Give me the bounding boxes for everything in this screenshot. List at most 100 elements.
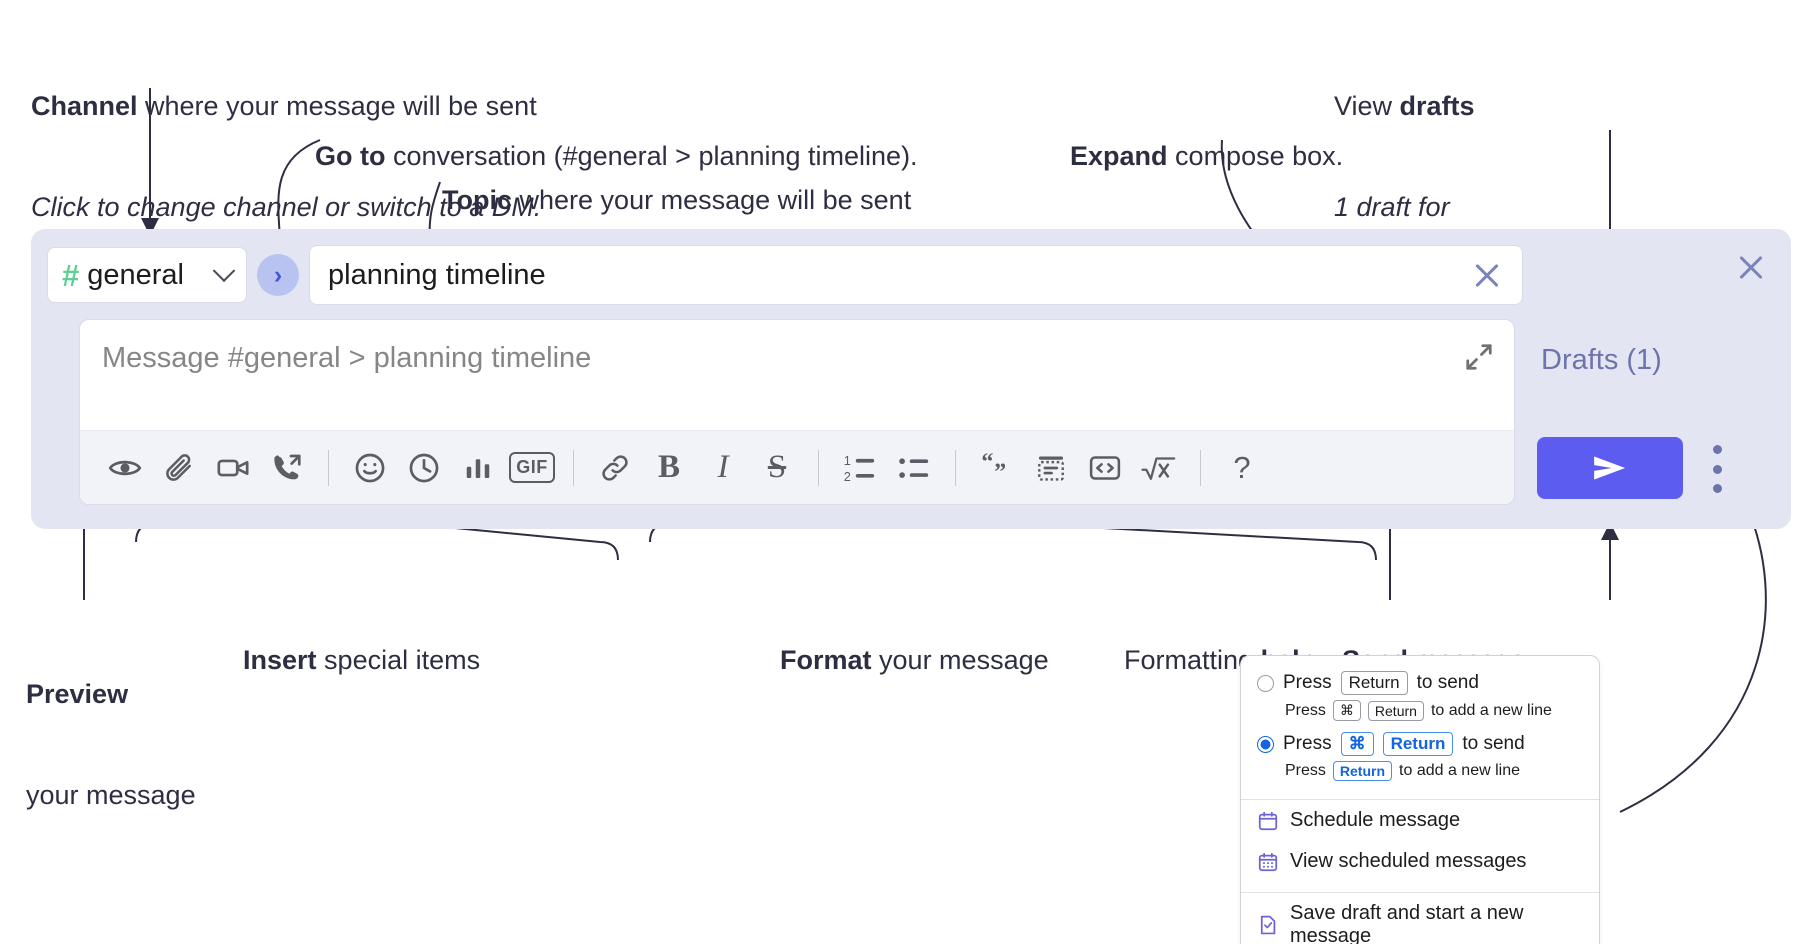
close-icon[interactable] xyxy=(1470,258,1504,292)
message-input-box[interactable]: Message #general > planning timeline xyxy=(79,319,1515,505)
goto-conversation-button[interactable]: › xyxy=(257,254,299,296)
key-return: Return xyxy=(1332,761,1393,781)
menu-item-view-scheduled-messages[interactable]: View scheduled messages xyxy=(1241,841,1599,882)
option2-sub-post: to add a new line xyxy=(1399,762,1521,779)
link-icon[interactable] xyxy=(588,441,642,495)
svg-text:”: ” xyxy=(994,459,1006,485)
annotation-channel-rest: where your message will be sent xyxy=(137,90,537,121)
svg-text:“: “ xyxy=(981,451,993,475)
menu-option-return-to-send[interactable]: Press Return to send xyxy=(1241,668,1599,698)
chevron-down-icon xyxy=(212,259,236,283)
attachment-icon[interactable] xyxy=(152,441,206,495)
option1-sub-post: to add a new line xyxy=(1430,701,1552,719)
annotation-insert-bold: Insert xyxy=(243,644,317,675)
menu-item-save-draft[interactable]: Save draft and start a new message xyxy=(1241,893,1599,944)
annotation-preview-rest: your message xyxy=(26,779,196,810)
bulleted-list-icon[interactable] xyxy=(887,441,941,495)
strikethrough-label: S xyxy=(767,449,787,485)
calendar-grid-icon xyxy=(1258,852,1278,871)
blockquote-icon[interactable]: “ ” xyxy=(970,441,1024,495)
option2-post: to send xyxy=(1462,733,1525,754)
bold-icon[interactable]: B xyxy=(642,441,696,495)
annotation-goto-rest: conversation (#general > planning timeli… xyxy=(385,140,918,171)
formatting-toolbar: GIF B I xyxy=(80,430,1514,504)
compose-options-button[interactable] xyxy=(1711,445,1723,493)
toolbar-divider xyxy=(955,449,956,486)
preview-icon[interactable] xyxy=(98,441,152,495)
audio-call-icon[interactable] xyxy=(260,441,314,495)
code-block-icon[interactable] xyxy=(1024,441,1078,495)
option1-sub-pre: Press xyxy=(1285,701,1326,719)
annotation-format-bold: Format xyxy=(780,644,872,675)
annotation-insert-rest: special items xyxy=(316,644,481,675)
poll-icon[interactable] xyxy=(451,441,505,495)
annotation-goto-bold: Go to xyxy=(315,140,386,171)
emoji-icon[interactable] xyxy=(343,441,397,495)
radio-icon[interactable] xyxy=(1257,674,1274,692)
annotation-drafts-lead: View xyxy=(1334,90,1400,121)
topic-input[interactable]: planning timeline xyxy=(309,245,1523,305)
gif-icon[interactable]: GIF xyxy=(505,441,559,495)
help-icon[interactable]: ? xyxy=(1215,441,1269,495)
channel-selector[interactable]: # general xyxy=(47,247,247,303)
menu-option-cmd-return-sub: Press Return to add a new line xyxy=(1241,759,1599,789)
annotation-topic-bold: Topic xyxy=(442,184,513,215)
menu-item-label: Save draft and start a new message xyxy=(1290,902,1524,944)
close-icon[interactable] xyxy=(1735,251,1767,283)
menu-item-label: Schedule message xyxy=(1290,809,1461,831)
menu-option-cmd-return-to-send[interactable]: Press ⌘ Return to send xyxy=(1241,729,1599,759)
option2-sub-pre: Press xyxy=(1285,762,1326,779)
toolbar-divider xyxy=(573,449,574,486)
option2-pre: Press xyxy=(1283,733,1332,754)
annotation-drafts-italic1: 1 draft for xyxy=(1334,191,1450,222)
annotation-preview: Preview your message xyxy=(26,610,196,880)
message-placeholder: Message #general > planning timeline xyxy=(102,342,592,374)
annotation-topic: Topic where your message will be sent xyxy=(412,150,911,251)
annotation-insert: Insert special items xyxy=(213,610,480,711)
menu-item-label: View scheduled messages xyxy=(1290,850,1527,872)
svg-text:1: 1 xyxy=(844,453,851,468)
toolbar-divider xyxy=(328,449,329,486)
annotation-channel-italic: Click to change channel or switch to a D… xyxy=(31,191,542,222)
annotation-goto: Go to conversation (#general > planning … xyxy=(285,106,918,207)
composer-right-rail: Drafts (1) xyxy=(1515,229,1791,529)
annotation-drafts-bold: drafts xyxy=(1399,90,1475,121)
menu-divider xyxy=(1241,892,1599,893)
toolbar-divider xyxy=(818,449,819,486)
option1-post: to send xyxy=(1416,672,1479,693)
menu-divider xyxy=(1241,799,1599,800)
chevron-right-icon: › xyxy=(273,260,283,289)
code-icon[interactable] xyxy=(1078,441,1132,495)
annotation-channel: Channel where your message will be sent … xyxy=(31,22,541,292)
hash-icon: # xyxy=(62,257,80,293)
expand-icon[interactable] xyxy=(1464,342,1494,372)
kebab-dot xyxy=(1712,445,1722,454)
annotation-channel-bold: Channel xyxy=(31,90,138,121)
menu-option-return-sub: Press ⌘ Return to add a new line xyxy=(1241,698,1599,729)
annotation-expand-rest: compose box. xyxy=(1167,140,1344,171)
italic-label: I xyxy=(717,449,729,485)
key-return: Return xyxy=(1340,671,1408,695)
strikethrough-icon[interactable]: S xyxy=(750,441,804,495)
option1-pre: Press xyxy=(1283,672,1332,693)
composer-top-row: # general › planning timeline xyxy=(47,245,1523,305)
send-button[interactable] xyxy=(1537,437,1683,499)
annotation-format: Format your message xyxy=(750,610,1049,711)
radio-icon-selected[interactable] xyxy=(1257,735,1274,753)
kebab-dot xyxy=(1712,464,1722,474)
menu-item-schedule-message[interactable]: Schedule message xyxy=(1241,800,1599,841)
key-command: ⌘ xyxy=(1332,700,1361,721)
italic-icon[interactable]: I xyxy=(696,441,750,495)
clock-icon[interactable] xyxy=(397,441,451,495)
message-composer-panel: # general › planning timeline Message #g… xyxy=(31,229,1791,529)
key-return: Return xyxy=(1382,732,1454,756)
svg-text:2: 2 xyxy=(844,468,851,483)
key-command: ⌘ xyxy=(1340,732,1374,756)
video-icon[interactable] xyxy=(206,441,260,495)
key-return: Return xyxy=(1367,700,1424,721)
math-icon[interactable] xyxy=(1132,441,1186,495)
ordered-list-icon[interactable]: 1 2 xyxy=(833,441,887,495)
compose-options-menu: Press Return to send Press ⌘ Return to a… xyxy=(1240,655,1600,944)
drafts-link[interactable]: Drafts (1) xyxy=(1541,344,1662,376)
